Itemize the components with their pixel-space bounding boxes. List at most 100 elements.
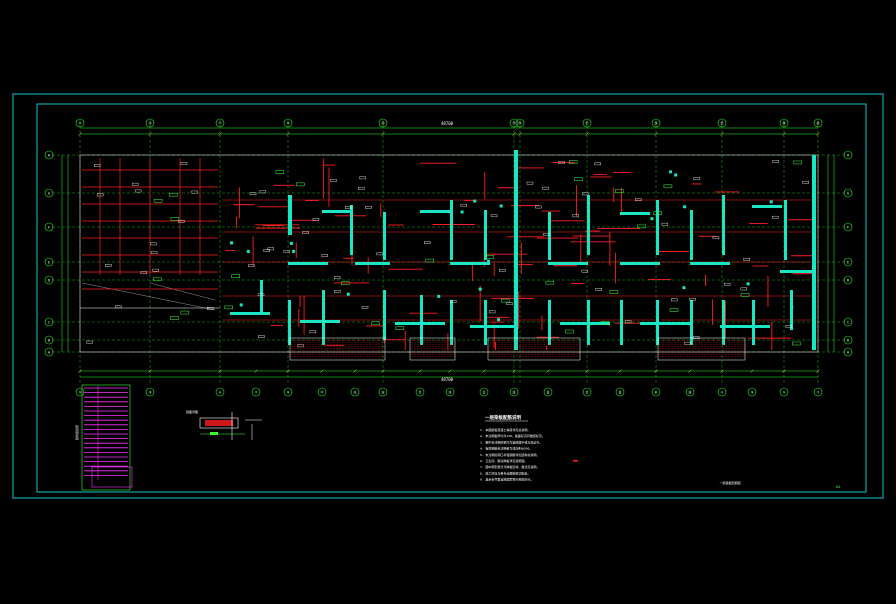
dimension-tick bbox=[148, 369, 152, 373]
rebar-tag bbox=[526, 181, 534, 185]
axis-bubble bbox=[75, 387, 85, 397]
axis-bubble bbox=[445, 387, 455, 397]
rebar-tag bbox=[581, 269, 589, 273]
axis-label: ⑨ bbox=[286, 390, 289, 394]
slab-tag bbox=[653, 211, 662, 215]
rebar-tag bbox=[693, 336, 700, 339]
rebar-tag bbox=[358, 187, 365, 190]
axis-label: ① bbox=[78, 390, 81, 394]
note-line: 9. 其余未尽事宜按国家现行规范执行。 bbox=[480, 477, 533, 482]
dimension-tick bbox=[381, 132, 385, 136]
shear-wall bbox=[560, 322, 610, 325]
rebar-tag bbox=[595, 288, 602, 291]
dimension-tick bbox=[418, 369, 422, 373]
dimension-tick bbox=[720, 369, 724, 373]
rebar-tag bbox=[488, 310, 496, 314]
axis-label: ㉔ bbox=[654, 120, 658, 125]
rebar-tag bbox=[259, 190, 267, 194]
rebar-tag bbox=[693, 177, 700, 180]
rebar-tag bbox=[152, 268, 159, 272]
axis-bubble bbox=[44, 335, 54, 345]
dimension-tick bbox=[585, 369, 589, 373]
axis-bubble bbox=[543, 387, 553, 397]
rebar-tag bbox=[449, 300, 457, 303]
shear-wall bbox=[752, 205, 782, 208]
shear-wall bbox=[690, 300, 693, 345]
rebar-tag bbox=[131, 182, 139, 186]
dimension-tick bbox=[78, 369, 82, 373]
axis-label: ① bbox=[78, 121, 81, 125]
axis-label: ㉑ bbox=[585, 120, 589, 125]
column bbox=[682, 286, 686, 290]
column bbox=[246, 249, 250, 253]
shear-wall bbox=[722, 195, 725, 255]
rebar-tag bbox=[105, 264, 112, 267]
slab-tag bbox=[371, 321, 380, 326]
shear-wall bbox=[548, 262, 588, 265]
rebar-tag bbox=[312, 218, 320, 221]
rebar-tag bbox=[772, 215, 779, 219]
axis-label: F bbox=[48, 225, 50, 229]
elevation-table: 结构层高表 bbox=[74, 384, 133, 491]
axis-label: ⑤ bbox=[782, 390, 785, 394]
column bbox=[292, 249, 296, 253]
axis-label: ㉙ bbox=[618, 389, 622, 394]
rebar-tag bbox=[257, 293, 265, 297]
column bbox=[487, 259, 491, 263]
dimension-tick bbox=[448, 369, 452, 373]
rebar-tag bbox=[460, 203, 467, 207]
dimension-tick bbox=[482, 369, 486, 373]
axis-bubble bbox=[44, 317, 54, 327]
slab-tag bbox=[637, 224, 646, 229]
column bbox=[669, 170, 673, 174]
rebar-tag bbox=[572, 214, 579, 218]
note-line: 8. 施工时应与各专业图纸密切配合。 bbox=[480, 470, 530, 475]
axis-bubble bbox=[685, 387, 695, 397]
dimension-tick bbox=[512, 369, 516, 373]
axis-label: ⑬ bbox=[381, 120, 385, 125]
column bbox=[683, 205, 687, 209]
notes-block: 一层梁板配筋说明 1. 本图梁板混凝土等级详见总说明。2. 未注明板厚均为120… bbox=[480, 414, 578, 482]
column bbox=[674, 173, 678, 177]
inner-frame bbox=[36, 103, 867, 493]
axis-label: H bbox=[847, 153, 849, 157]
rebar-tag bbox=[490, 214, 498, 218]
axis-label: ㉑ bbox=[482, 389, 486, 394]
slab-tag bbox=[153, 199, 163, 203]
axis-label: ③ bbox=[750, 390, 753, 394]
slab-tag bbox=[663, 184, 673, 189]
rebar-tag bbox=[115, 305, 122, 309]
dimension-tick bbox=[78, 132, 82, 136]
axis-bubble bbox=[44, 347, 54, 357]
rebar-tag bbox=[283, 250, 291, 253]
dimension-tick bbox=[782, 132, 786, 136]
shear-wall bbox=[720, 325, 770, 328]
axis-bubble bbox=[44, 188, 54, 198]
axis-bubble bbox=[378, 387, 388, 397]
axis-grid bbox=[52, 120, 845, 385]
section-detail: 剖面详图 bbox=[186, 409, 262, 440]
outer-frame bbox=[12, 93, 884, 499]
rebar-tag bbox=[499, 269, 506, 272]
shear-wall bbox=[722, 300, 725, 345]
shear-wall bbox=[620, 212, 650, 215]
dimension-tick bbox=[720, 132, 724, 136]
shear-wall bbox=[548, 212, 551, 260]
rebar-tag bbox=[94, 164, 101, 167]
shear-wall bbox=[790, 290, 793, 330]
axis-label: ⑰ bbox=[512, 120, 516, 125]
axis-label: ⑦ bbox=[816, 390, 819, 394]
dimension-tick bbox=[218, 369, 222, 373]
axis-label: ㉗ bbox=[585, 389, 589, 394]
dimension-tick bbox=[518, 132, 522, 136]
rebar-tag bbox=[542, 186, 549, 190]
rebar-tag bbox=[263, 249, 270, 252]
dimension-tick bbox=[218, 132, 222, 136]
rebar-labels bbox=[86, 160, 809, 348]
beam-reinforcement bbox=[82, 158, 816, 350]
axis-bubble bbox=[44, 257, 54, 267]
column bbox=[769, 200, 773, 204]
rebar-tag bbox=[624, 320, 632, 324]
rebar-tag bbox=[334, 289, 341, 293]
